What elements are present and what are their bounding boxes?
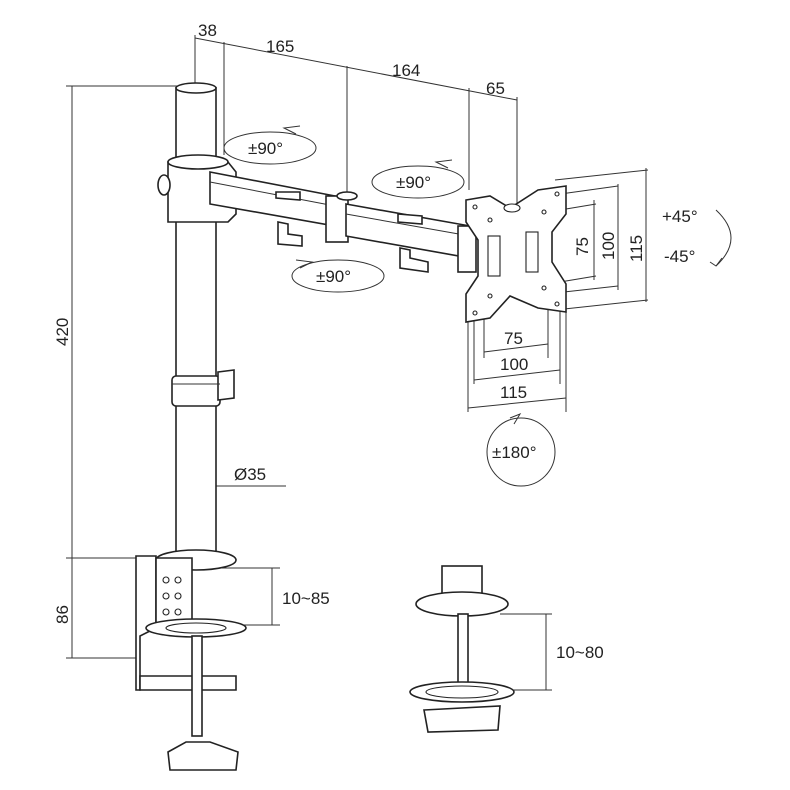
pole-diameter-label: Ø35 — [234, 465, 266, 484]
dimension-lines — [66, 35, 649, 691]
rotation-arm-label: ±90° — [396, 173, 431, 192]
desk-clamp — [135, 549, 247, 771]
grommet-range-label: 10~80 — [556, 643, 604, 662]
dim-top-165: 165 — [266, 37, 294, 56]
pole — [171, 82, 235, 559]
vesa-plate — [465, 185, 567, 323]
dim-height-86: 86 — [53, 605, 72, 624]
vesa-v-75: 75 — [573, 237, 592, 256]
dim-height-420: 420 — [53, 318, 72, 346]
clamp-range-label: 10~85 — [282, 589, 330, 608]
grommet-mount — [409, 565, 515, 733]
vesa-h-100: 100 — [500, 355, 528, 374]
dim-top-65: 65 — [486, 79, 505, 98]
vesa-v-115: 115 — [627, 235, 646, 262]
tilt-down-label: -45° — [664, 247, 695, 266]
vesa-v-100: 100 — [599, 232, 618, 260]
rotation-joint-label: ±90° — [316, 267, 351, 286]
rotation-badges — [223, 125, 732, 487]
vesa-h-115: 115 — [500, 383, 527, 402]
rotation-pole-label: ±90° — [248, 139, 283, 158]
dim-top-38: 38 — [198, 21, 217, 40]
labels: 38 165 164 65 420 86 Ø35 10~85 10~80 75 … — [53, 21, 698, 662]
tilt-up-label: +45° — [662, 207, 698, 226]
rotation-180-label: ±180° — [492, 443, 537, 462]
arm-assembly — [157, 154, 477, 273]
vesa-h-75: 75 — [504, 329, 523, 348]
dim-top-164: 164 — [392, 61, 420, 80]
